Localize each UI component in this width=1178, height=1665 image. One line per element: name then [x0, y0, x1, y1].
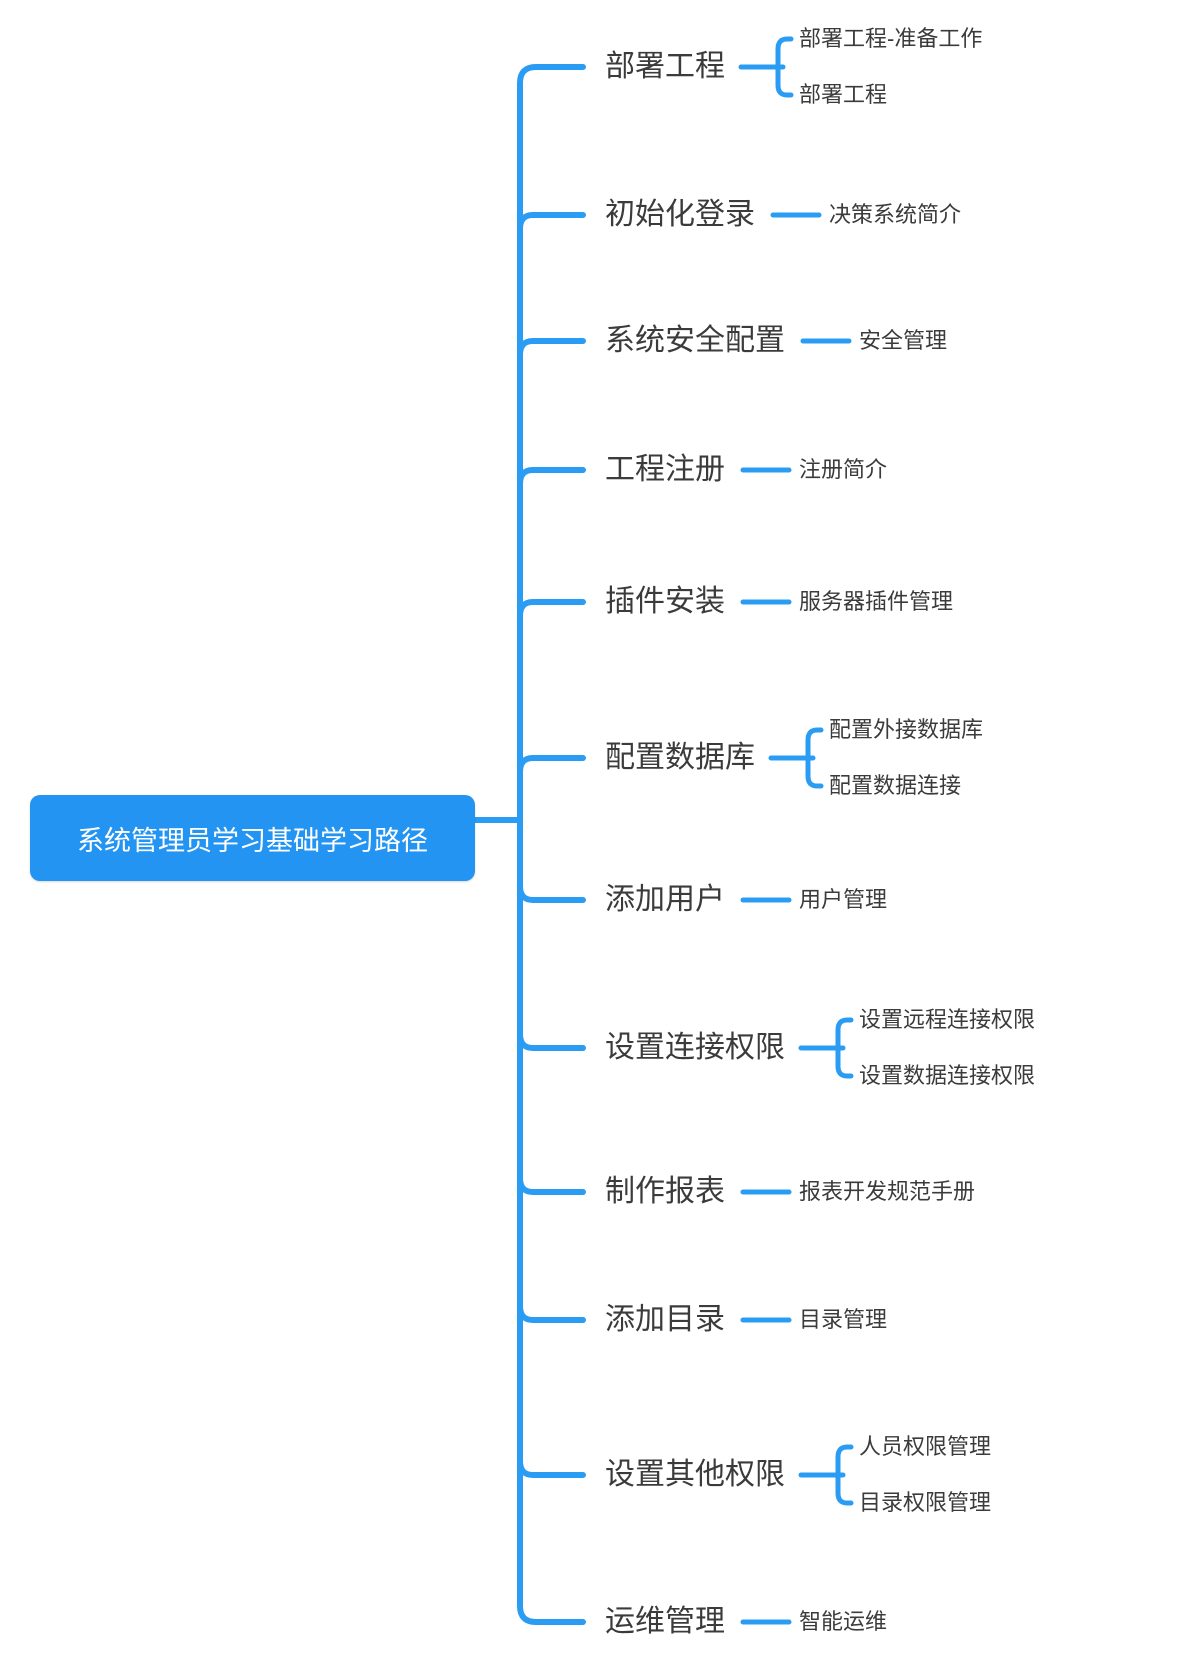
child-node[interactable]: 目录权限管理 [859, 1489, 992, 1515]
connector-line [835, 1444, 854, 1506]
child-node[interactable]: 部署工程 [799, 81, 888, 107]
branch-node[interactable]: 设置其他权限 [605, 1458, 785, 1491]
child-node[interactable]: 用户管理 [799, 886, 888, 912]
child-node[interactable]: 人员权限管理 [859, 1433, 992, 1459]
connector-line [517, 64, 586, 1625]
connector-line [517, 467, 586, 487]
branch-node[interactable]: 系统安全配置 [605, 324, 785, 357]
root-label: 系统管理员学习基础学习路径 [77, 825, 428, 856]
child-node[interactable]: 注册简介 [799, 456, 888, 482]
branch-node[interactable]: 初始化登录 [605, 198, 755, 231]
connector-line [517, 1031, 586, 1051]
branch-node[interactable]: 插件安装 [605, 585, 725, 618]
child-node[interactable]: 部署工程-准备工作 [799, 25, 983, 51]
branch-node[interactable]: 添加用户 [605, 883, 725, 916]
connector-line [805, 727, 824, 789]
child-node[interactable]: 设置数据连接权限 [859, 1062, 1036, 1088]
connector-line [517, 212, 586, 232]
branch-node[interactable]: 运维管理 [605, 1605, 725, 1638]
child-node[interactable]: 决策系统简介 [829, 201, 962, 227]
child-node[interactable]: 设置远程连接权限 [859, 1006, 1036, 1032]
connector-line [517, 599, 586, 619]
connector-line [517, 1175, 586, 1195]
connector-line [517, 338, 586, 358]
connector-line [517, 1303, 586, 1323]
child-node[interactable]: 智能运维 [799, 1608, 888, 1634]
root-node[interactable]: 系统管理员学习基础学习路径 [30, 795, 475, 881]
branch-node[interactable]: 制作报表 [605, 1175, 725, 1208]
child-node[interactable]: 服务器插件管理 [799, 588, 954, 614]
child-node[interactable]: 安全管理 [859, 327, 948, 353]
branch-node[interactable]: 配置数据库 [605, 741, 755, 774]
child-node[interactable]: 配置数据连接 [829, 772, 962, 798]
child-node[interactable]: 报表开发规范手册 [799, 1178, 976, 1204]
connector-line [517, 883, 586, 903]
branch-node[interactable]: 添加目录 [605, 1303, 725, 1336]
branch-node[interactable]: 工程注册 [605, 453, 725, 486]
child-node[interactable]: 配置外接数据库 [829, 716, 984, 742]
branch-node[interactable]: 部署工程 [605, 50, 725, 83]
connector-line [517, 1458, 586, 1478]
child-node[interactable]: 目录管理 [799, 1306, 888, 1332]
connector-line [775, 36, 794, 98]
branch-node[interactable]: 设置连接权限 [605, 1031, 785, 1064]
connector-line [517, 755, 586, 775]
connector-line [835, 1017, 854, 1079]
